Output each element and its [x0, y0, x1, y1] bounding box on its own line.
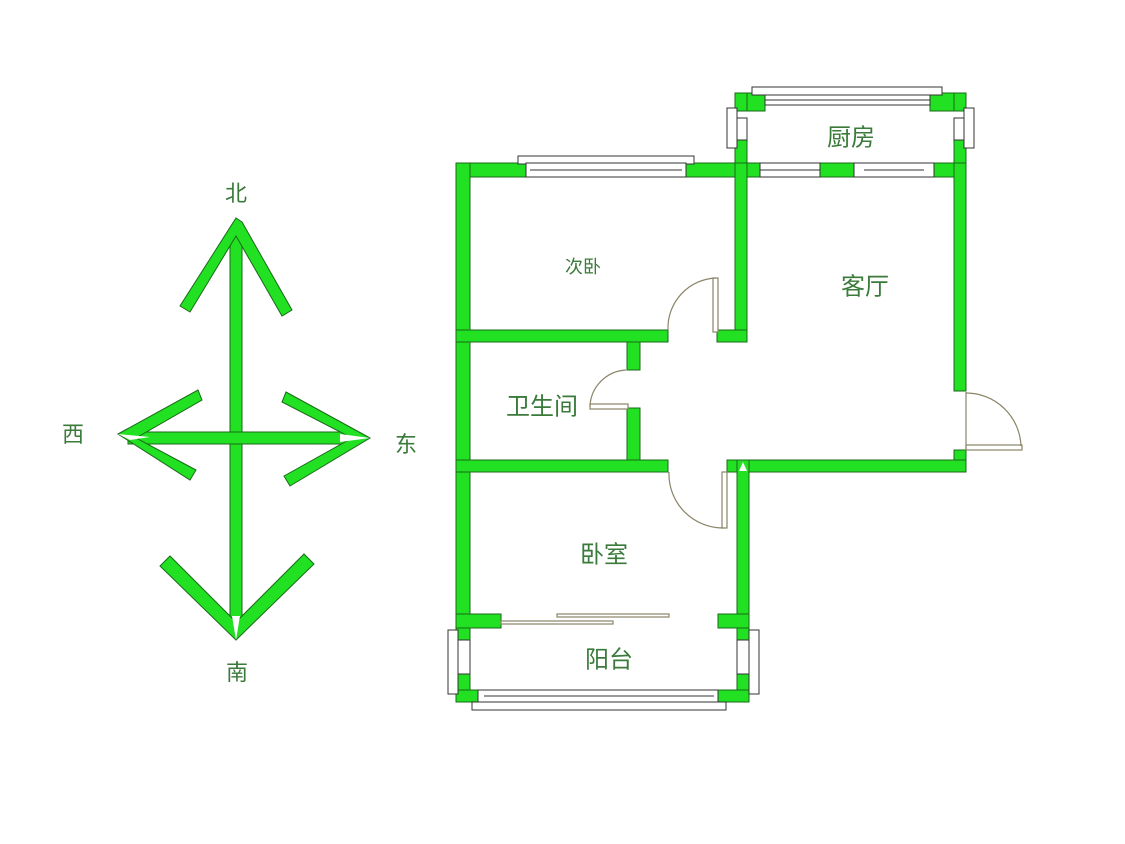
doors	[500, 277, 1023, 625]
compass-south-label: 南	[225, 661, 249, 686]
entrance-marker-icon	[739, 462, 747, 471]
compass-east-label: 东	[394, 433, 418, 458]
walls	[455, 92, 967, 703]
room-label-living-room: 客厅	[841, 272, 889, 301]
room-label-second-bedroom: 次卧	[565, 257, 601, 278]
room-label-balcony: 阳台	[585, 645, 633, 674]
windows	[447, 86, 975, 711]
room-label-bathroom: 卫生间	[506, 392, 578, 421]
compass-west-label: 西	[61, 423, 85, 448]
compass-north-label: 北	[224, 182, 248, 207]
compass-icon	[117, 217, 372, 641]
room-label-kitchen: 厨房	[827, 123, 875, 152]
room-label-bedroom: 卧室	[580, 540, 628, 569]
